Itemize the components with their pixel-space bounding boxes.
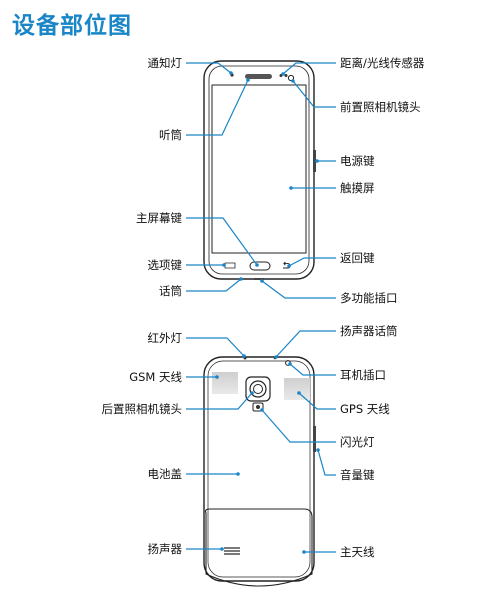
label-gps-antenna: GPS 天线 xyxy=(340,402,390,416)
label-rear-camera: 后置照相机镜头 xyxy=(101,402,183,416)
main-antenna-region xyxy=(204,508,313,587)
label-notification-light: 通知灯 xyxy=(147,56,183,70)
label-speakerphone-mic: 扬声器话筒 xyxy=(340,324,398,338)
home-key xyxy=(249,261,271,271)
callout-multipurpose-jack xyxy=(261,280,336,299)
callout-headset-jack xyxy=(289,363,336,376)
menu-key-icon xyxy=(224,262,236,269)
page-title: 设备部位图 xyxy=(12,13,132,39)
callout-home-key xyxy=(186,217,258,266)
callout-front-camera xyxy=(292,80,336,108)
front-phone-body xyxy=(203,60,315,280)
battery-cover-outline xyxy=(207,360,311,578)
front-phone-bezel xyxy=(208,65,310,275)
flash-housing xyxy=(252,402,264,412)
callout-back-key xyxy=(288,257,336,267)
label-power-key: 电源键 xyxy=(340,154,375,168)
callout-infrared-led xyxy=(186,337,245,357)
label-microphone: 话筒 xyxy=(159,284,182,298)
power-key-body xyxy=(313,150,316,172)
callout-lines xyxy=(186,62,336,553)
multipurpose-jack-port xyxy=(254,278,264,280)
front-screen xyxy=(211,84,307,254)
callout-notification-light xyxy=(186,62,232,74)
label-back-key: 返回键 xyxy=(340,251,375,265)
label-gsm-antenna: GSM 天线 xyxy=(129,370,182,384)
callout-gps-antenna xyxy=(298,392,336,410)
callout-rear-camera xyxy=(186,392,253,410)
front-camera-lens xyxy=(287,74,295,82)
callout-speakerphone-mic xyxy=(275,330,336,358)
label-home-key: 主屏幕键 xyxy=(136,211,182,225)
rear-camera-lens xyxy=(253,384,263,394)
callout-volume-key xyxy=(317,449,336,476)
gsm-antenna-area xyxy=(212,372,238,394)
rear-camera-ring xyxy=(249,380,267,398)
label-volume-key: 音量键 xyxy=(340,468,375,482)
callout-proximity-sensor xyxy=(282,62,336,75)
flash-led xyxy=(256,405,260,409)
callout-microphone xyxy=(186,278,242,292)
label-infrared-led: 红外灯 xyxy=(147,331,183,345)
speaker-grille xyxy=(224,547,240,555)
gps-antenna-area xyxy=(284,378,310,400)
callout-endpoints xyxy=(215,71,320,554)
label-menu-key: 选项键 xyxy=(147,258,183,272)
label-proximity-light-sensor: 距离/光线传感器 xyxy=(340,56,425,70)
label-flash: 闪光灯 xyxy=(340,435,375,449)
label-headset-jack: 耳机插口 xyxy=(340,368,386,382)
callout-flash xyxy=(261,409,336,443)
volume-key-body xyxy=(313,426,316,452)
front-phone xyxy=(203,60,316,280)
label-front-camera: 前置照相机镜头 xyxy=(340,100,421,114)
label-main-antenna: 主天线 xyxy=(340,545,375,559)
callout-earpiece xyxy=(186,79,249,136)
label-battery-cover: 电池盖 xyxy=(147,467,183,481)
back-phone xyxy=(203,356,316,587)
label-touch-screen: 触摸屏 xyxy=(340,181,375,195)
label-earpiece: 听筒 xyxy=(159,128,182,142)
rear-camera-housing xyxy=(245,376,271,402)
earpiece-grille xyxy=(245,74,272,79)
label-speaker: 扬声器 xyxy=(147,542,183,556)
back-phone-body xyxy=(203,356,315,582)
label-multipurpose-jack: 多功能插口 xyxy=(340,291,398,305)
sensor-dot-2 xyxy=(284,74,288,77)
